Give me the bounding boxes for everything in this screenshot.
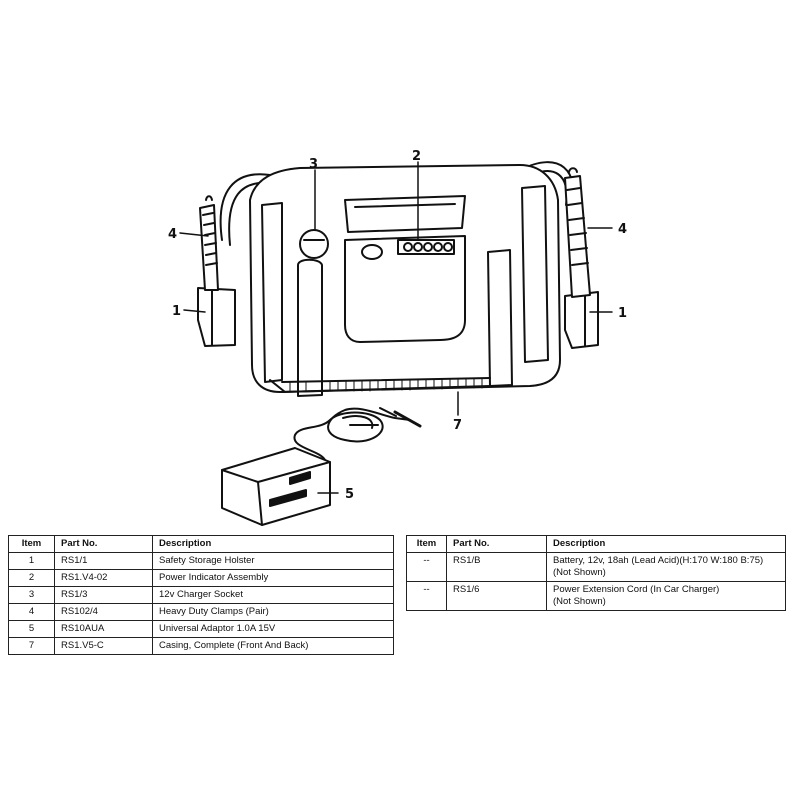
table-row: 7 RS1.V5-C Casing, Complete (Front And B… <box>8 637 394 655</box>
jump-starter-diagram: 3 2 4 4 1 1 7 5 <box>168 149 627 526</box>
cell-description: Safety Storage Holster <box>152 552 394 570</box>
cell-part-no: RS1/3 <box>54 586 153 604</box>
table-header: Item Part No. Description <box>8 535 394 553</box>
cell-part-no: RS1/6 <box>446 581 547 611</box>
cell-item: 2 <box>8 569 55 587</box>
parts-table-left: Item Part No. Description 1 RS1/1 Safety… <box>8 535 394 655</box>
callout-2: 2 <box>412 149 421 164</box>
left-cable <box>219 173 286 241</box>
callout-1-left: 1 <box>172 304 181 319</box>
cell-part-no: RS10AUA <box>54 620 153 638</box>
description-note: (Not Shown) <box>553 596 606 607</box>
left-strap <box>261 202 283 383</box>
cell-item: 7 <box>8 637 55 655</box>
front-panel <box>344 235 466 343</box>
header-description: Description <box>546 535 786 553</box>
cell-description: Heavy Duty Clamps (Pair) <box>152 603 394 621</box>
casing <box>249 164 561 393</box>
right-clamp <box>564 175 591 298</box>
right-holster <box>564 291 599 349</box>
header-item: Item <box>8 535 55 553</box>
cell-part-no: RS102/4 <box>54 603 153 621</box>
table-row: 4 RS102/4 Heavy Duty Clamps (Pair) <box>8 603 394 621</box>
description-line: Battery, 12v, 18ah (Lead Acid)(H:170 W:1… <box>553 555 764 566</box>
charger-socket <box>299 229 329 259</box>
cell-description: Universal Adaptor 1.0A 15V <box>152 620 394 638</box>
cell-item: 4 <box>8 603 55 621</box>
cell-item: -- <box>406 581 447 611</box>
cell-description: Casing, Complete (Front And Back) <box>152 637 394 655</box>
cell-description: Power Indicator Assembly <box>152 569 394 587</box>
description-note: (Not Shown) <box>553 567 606 578</box>
right-strap <box>487 249 513 387</box>
cell-description: 12v Charger Socket <box>152 586 394 604</box>
callout-5: 5 <box>345 487 354 502</box>
callout-4-right: 4 <box>618 222 627 237</box>
header-description: Description <box>152 535 394 553</box>
cell-description: Power Extension Cord (In Car Charger) (N… <box>546 581 786 611</box>
cell-part-no: RS1/B <box>446 552 547 582</box>
cell-item: -- <box>406 552 447 582</box>
table-row: -- RS1/6 Power Extension Cord (In Car Ch… <box>406 581 786 611</box>
table-row: 3 RS1/3 12v Charger Socket <box>8 586 394 604</box>
callout-7: 7 <box>453 418 462 433</box>
table-row: 2 RS1.V4-02 Power Indicator Assembly <box>8 569 394 587</box>
parts-table-right: Item Part No. Description -- RS1/B Batte… <box>406 535 786 611</box>
universal-adaptor <box>221 447 331 526</box>
cell-description: Battery, 12v, 18ah (Lead Acid)(H:170 W:1… <box>546 552 786 582</box>
cell-item: 5 <box>8 620 55 638</box>
cell-item: 1 <box>8 552 55 570</box>
cell-part-no: RS1.V4-02 <box>54 569 153 587</box>
cell-item: 3 <box>8 586 55 604</box>
cell-part-no: RS1/1 <box>54 552 153 570</box>
adaptor-cord <box>293 407 411 471</box>
header-item: Item <box>406 535 447 553</box>
callout-4-left: 4 <box>168 227 177 242</box>
table-row: -- RS1/B Battery, 12v, 18ah (Lead Acid)(… <box>406 552 786 582</box>
left-holster <box>197 287 236 347</box>
callout-1-right: 1 <box>618 306 627 321</box>
table-row: 5 RS10AUA Universal Adaptor 1.0A 15V <box>8 620 394 638</box>
power-indicator <box>397 239 455 255</box>
table-header: Item Part No. Description <box>406 535 786 553</box>
table-row: 1 RS1/1 Safety Storage Holster <box>8 552 394 570</box>
cell-part-no: RS1.V5-C <box>54 637 153 655</box>
left-clamp <box>199 204 219 291</box>
callout-3: 3 <box>309 157 318 172</box>
description-line: Power Extension Cord (In Car Charger) <box>553 584 720 595</box>
header-part-no: Part No. <box>446 535 547 553</box>
header-part-no: Part No. <box>54 535 153 553</box>
